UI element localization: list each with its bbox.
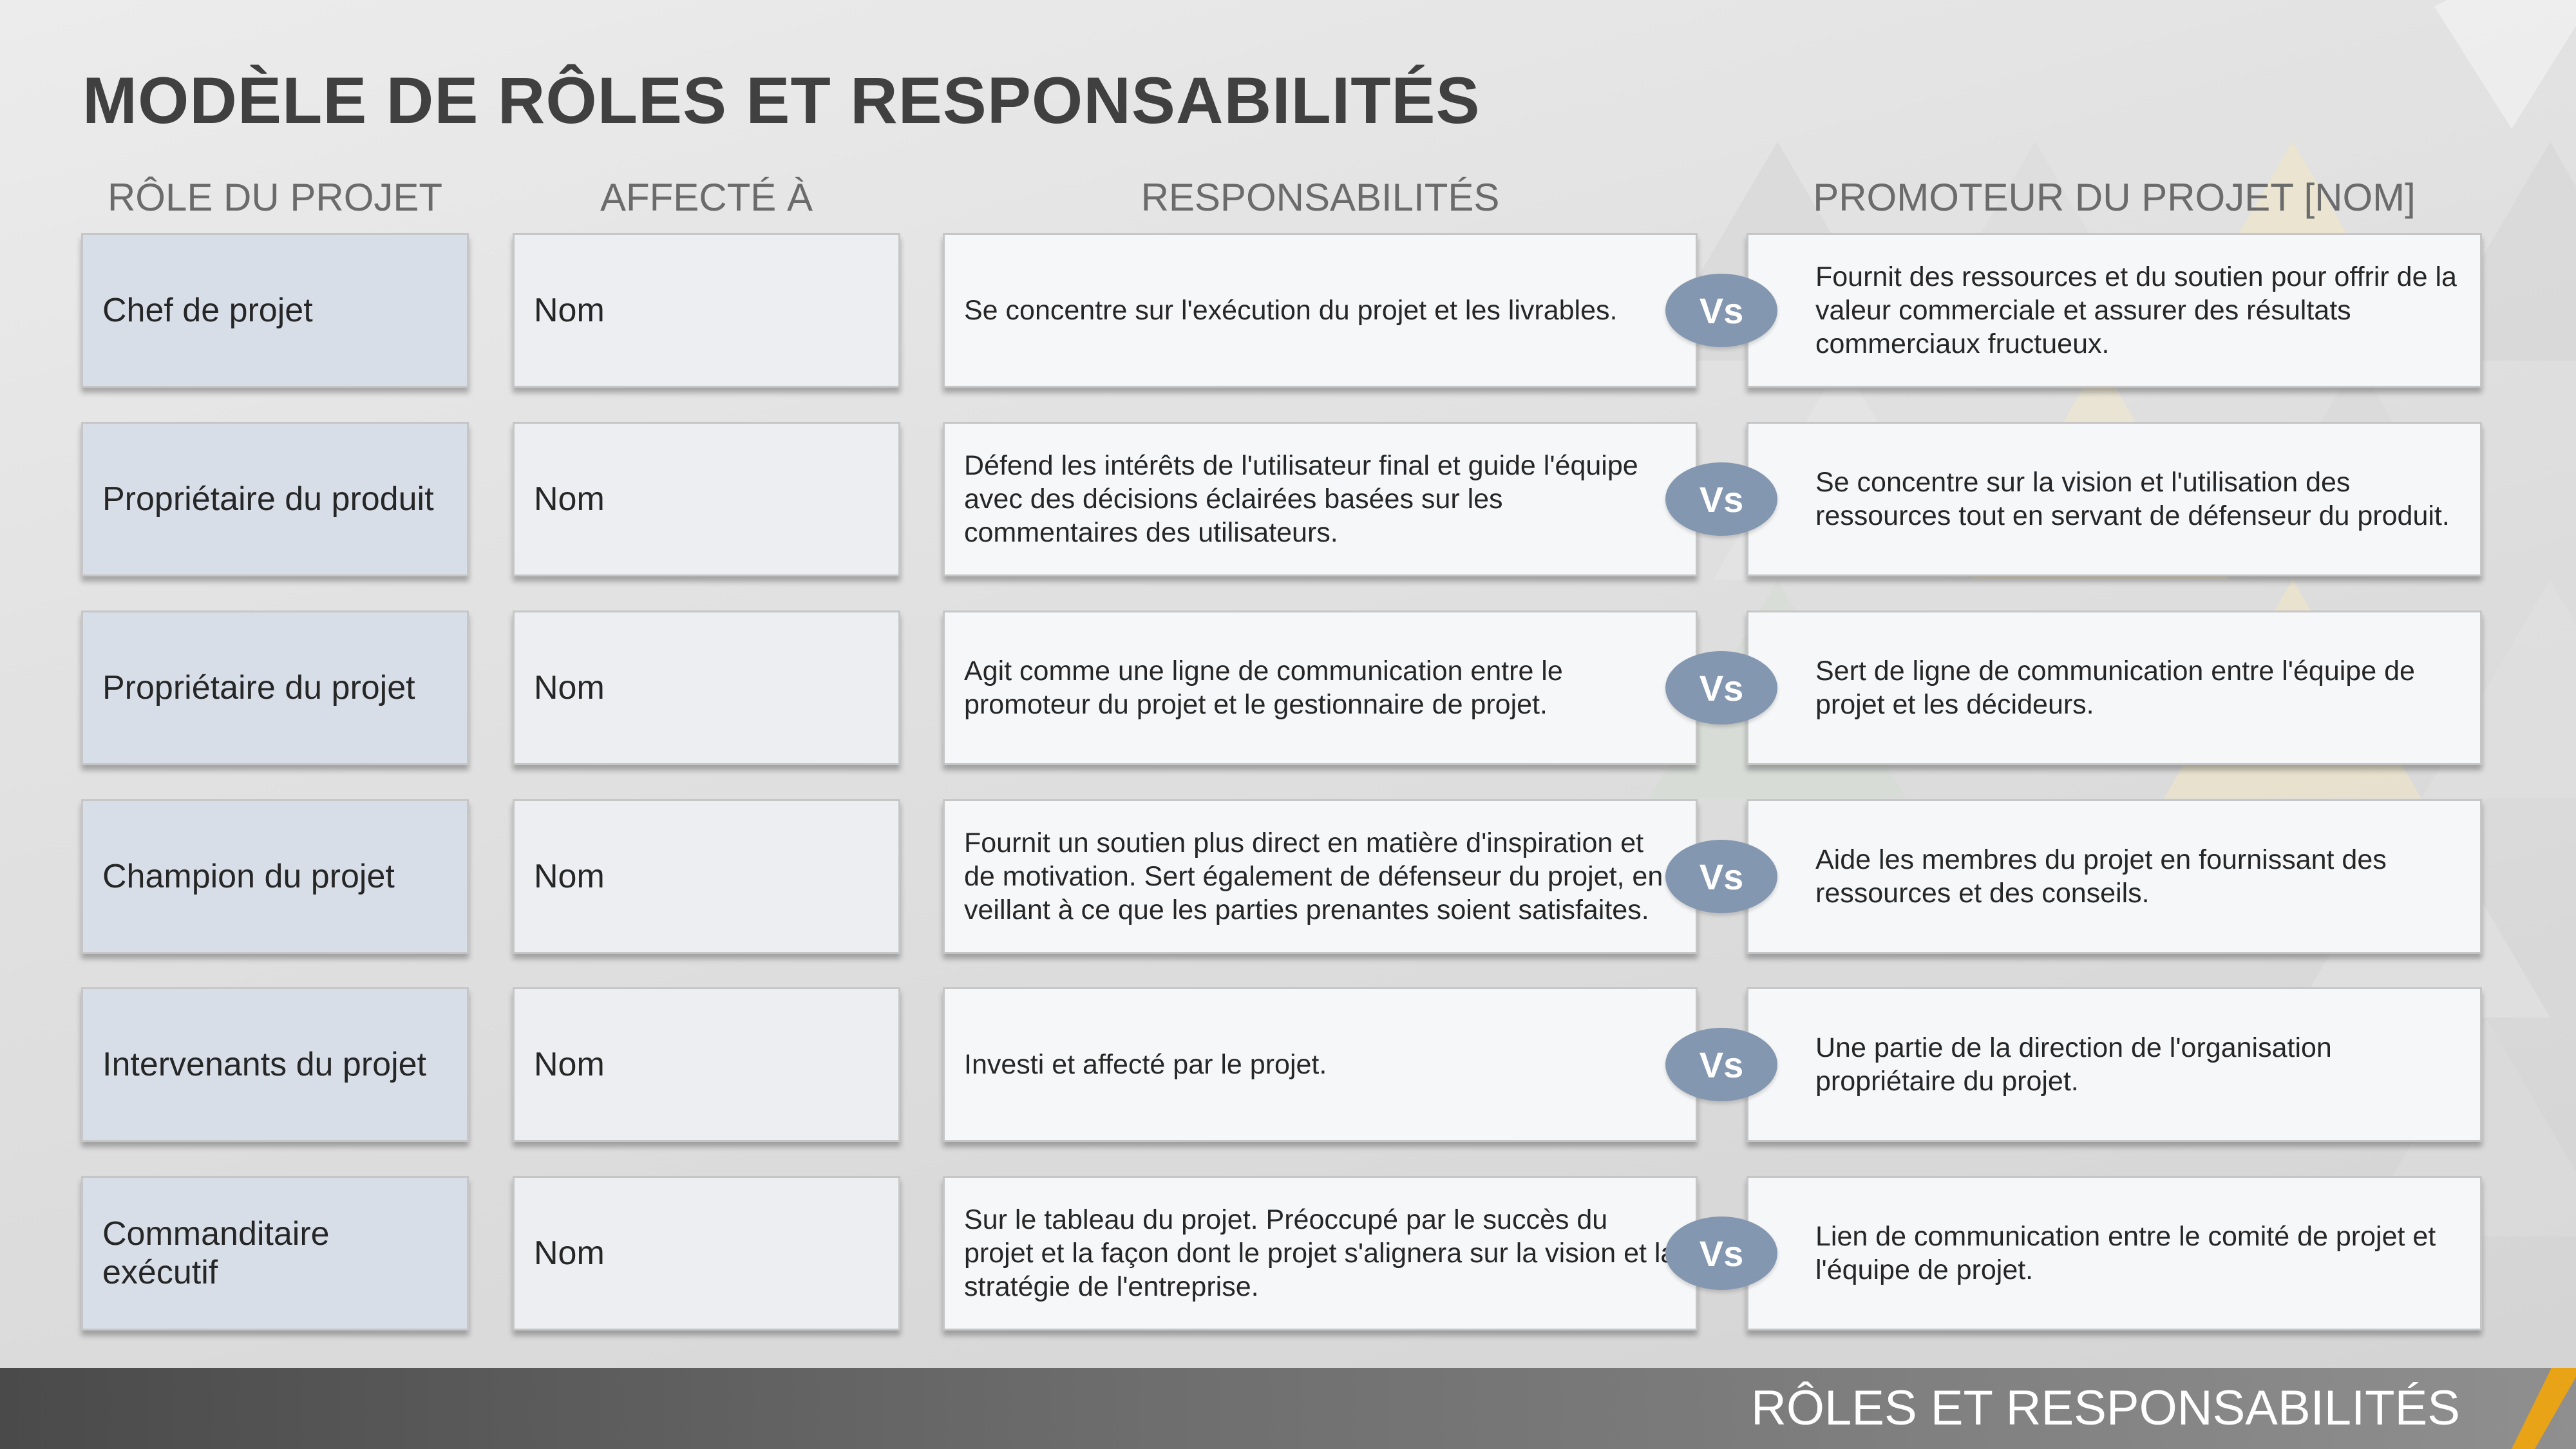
assigned-cell: Nom [513, 422, 900, 576]
sponsor-cell: Aide les membres du projet en fournissan… [1747, 799, 2482, 954]
vs-badge: Vs [1665, 462, 1777, 536]
responsibilities-cell: Fournit un soutien plus direct en matièr… [943, 799, 1698, 954]
accent-stripe [2512, 1368, 2576, 1449]
table-row: Propriétaire du produit Nom Défend les i… [0, 422, 2576, 580]
assigned-cell: Nom [513, 611, 900, 765]
assigned-cell: Nom [513, 1176, 900, 1331]
responsibilities-cell: Défend les intérêts de l'utilisateur fin… [943, 422, 1698, 576]
role-cell: Propriétaire du projet [81, 611, 469, 765]
responsibilities-cell: Agit comme une ligne de communication en… [943, 611, 1698, 765]
column-header-role: RÔLE DU PROJET [107, 176, 443, 219]
column-header-assigned: AFFECTÉ À [600, 176, 813, 219]
role-cell: Propriétaire du produit [81, 422, 469, 576]
sponsor-cell: Une partie de la direction de l'organisa… [1747, 987, 2482, 1142]
assigned-cell: Nom [513, 799, 900, 954]
table-row: Champion du projet Nom Fournit un soutie… [0, 799, 2576, 958]
sponsor-cell: Lien de communication entre le comité de… [1747, 1176, 2482, 1331]
footer-title: RÔLES ET RESPONSABILITÉS [1751, 1381, 2460, 1435]
sponsor-cell: Se concentre sur la vision et l'utilisat… [1747, 422, 2482, 576]
assigned-cell: Nom [513, 233, 900, 388]
role-cell: Intervenants du projet [81, 987, 469, 1142]
role-cell: Commanditaire exécutif [81, 1176, 469, 1331]
assigned-cell: Nom [513, 987, 900, 1142]
responsibilities-cell: Investi et affecté par le projet. [943, 987, 1698, 1142]
role-cell: Chef de projet [81, 233, 469, 388]
table-row: Propriétaire du projet Nom Agit comme un… [0, 611, 2576, 769]
sponsor-cell: Fournit des ressources et du soutien pou… [1747, 233, 2482, 388]
sponsor-cell: Sert de ligne de communication entre l'é… [1747, 611, 2482, 765]
vs-badge: Vs [1665, 651, 1777, 724]
vs-badge: Vs [1665, 840, 1777, 913]
table-row: Chef de projet Nom Se concentre sur l'ex… [0, 233, 2576, 392]
table-row: Intervenants du projet Nom Investi et af… [0, 987, 2576, 1146]
column-header-responsibilities: RESPONSABILITÉS [1141, 176, 1500, 219]
role-cell: Champion du projet [81, 799, 469, 954]
vs-badge: Vs [1665, 274, 1777, 347]
responsibilities-cell: Se concentre sur l'exécution du projet e… [943, 233, 1698, 388]
vs-badge: Vs [1665, 1028, 1777, 1101]
vs-badge: Vs [1665, 1217, 1777, 1290]
page-title: MODÈLE DE RÔLES ET RESPONSABILITÉS [82, 64, 1481, 137]
table-row: Commanditaire exécutif Nom Sur le tablea… [0, 1176, 2576, 1334]
responsibilities-cell: Sur le tableau du projet. Préoccupé par … [943, 1176, 1698, 1331]
footer-bar [0, 1368, 2576, 1449]
column-header-sponsor: PROMOTEUR DU PROJET [NOM] [1813, 176, 2416, 219]
